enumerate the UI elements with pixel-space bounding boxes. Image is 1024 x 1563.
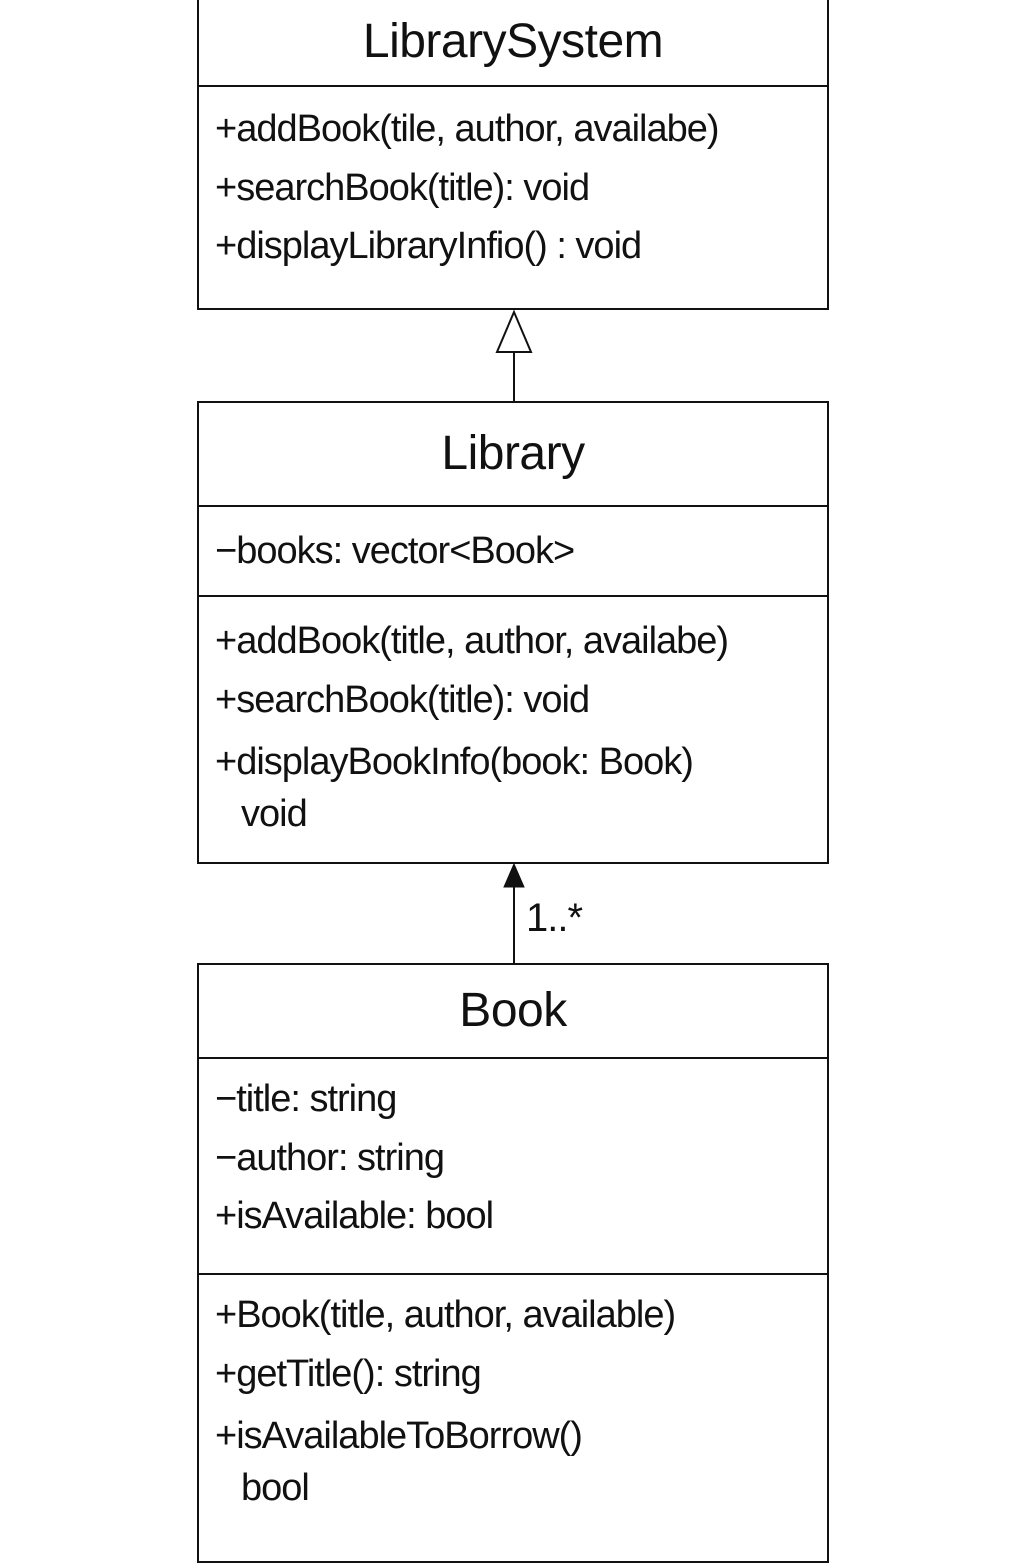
method-item: +addBook(tile, author, availabe) [215, 108, 720, 150]
method-item: +Book(title, author, available) [215, 1294, 676, 1336]
method-item: +isAvailableToBorrow() bool [215, 1410, 819, 1514]
method-text: +displayBookInfo(book: Book) [215, 741, 694, 784]
association-arrowhead [503, 862, 525, 888]
method-item: +getTitle(): string [215, 1352, 482, 1395]
class-name-library: Library [199, 403, 827, 507]
class-library-system: LibrarySystem +addBook(tile, author, ava… [197, 0, 829, 310]
attribute-item: −author: string [215, 1136, 445, 1179]
generalization-arrowhead [495, 309, 533, 353]
class-library: Library −books: vector<Book> +addBook(ti… [197, 401, 829, 864]
class-name-text: Library [441, 427, 585, 480]
attribute-item: −books: vector<Book> [215, 530, 575, 572]
method-item: +displayLibraryInfio() : void [215, 225, 642, 268]
method-item: +displayBookInfo(book: Book) void [215, 736, 819, 840]
method-text: +isAvailableToBorrow() [215, 1415, 583, 1458]
class-book: Book −title: string −author: string +isA… [197, 963, 829, 1563]
method-item: +addBook(title, author, availabe) [215, 620, 729, 662]
method-item: +searchBook(title): void [215, 678, 590, 721]
attribute-item: +isAvailable: bool [215, 1195, 494, 1238]
attributes-compartment: −books: vector<Book> [199, 507, 827, 595]
methods-compartment: +addBook(title, author, availabe) +searc… [199, 595, 827, 840]
class-name-text: LibrarySystem [362, 14, 664, 68]
method-item: +searchBook(title): void [215, 166, 590, 209]
method-return-type: void [241, 793, 308, 836]
attributes-compartment: −title: string −author: string +isAvaila… [199, 1059, 827, 1273]
methods-compartment: +Book(title, author, available) +getTitl… [199, 1273, 827, 1514]
method-return-type: bool [241, 1467, 310, 1510]
multiplicity-label: 1..* [526, 896, 583, 940]
class-name-book: Book [199, 965, 827, 1059]
class-name-text: Book [459, 984, 567, 1037]
attribute-item: −title: string [215, 1078, 397, 1120]
methods-compartment: +addBook(tile, author, availabe) +search… [199, 87, 827, 270]
class-name-library-system: LibrarySystem [199, 0, 827, 87]
